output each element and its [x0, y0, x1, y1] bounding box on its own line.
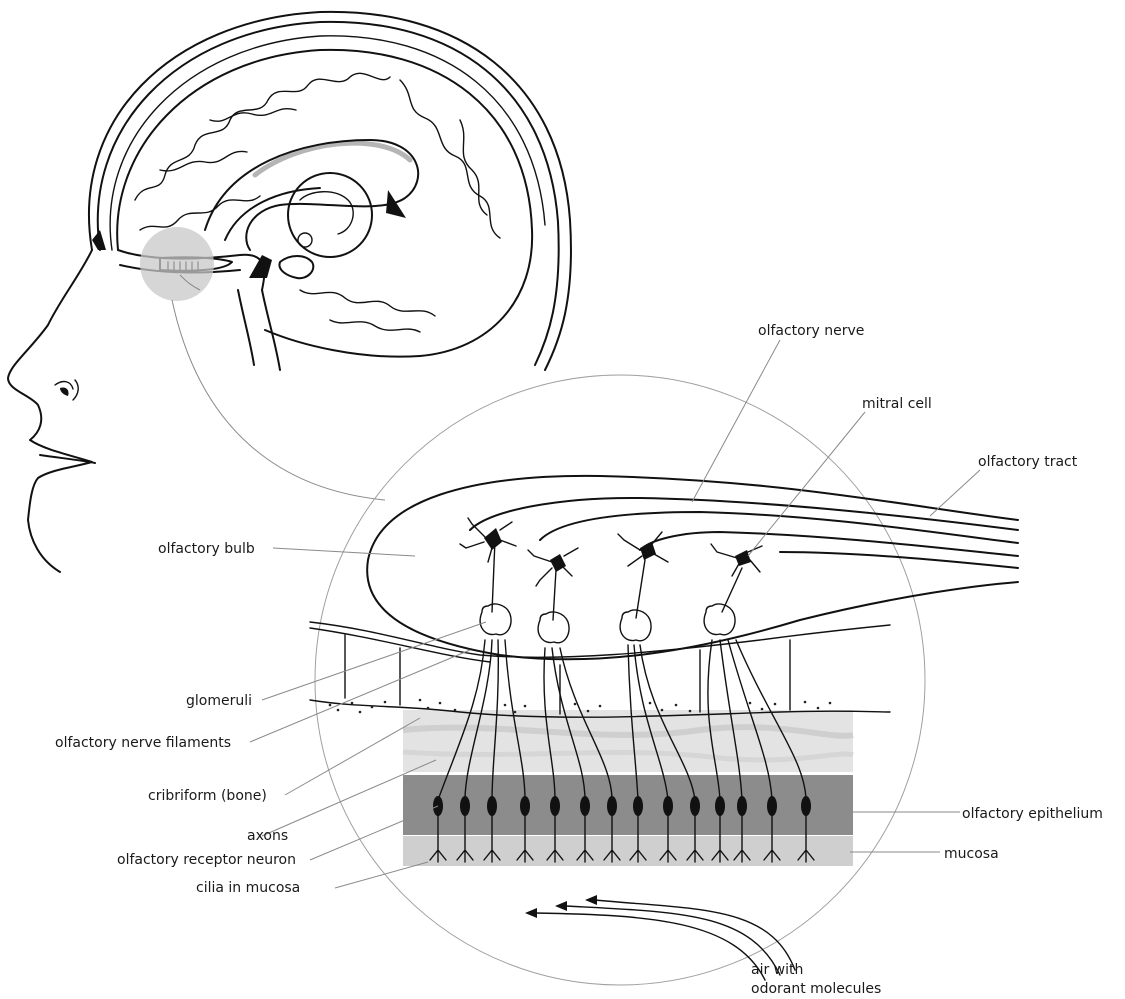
label-mitral-cell: mitral cell	[862, 396, 932, 412]
label-air-line1: air with	[751, 962, 803, 978]
olfactory-bulb-outline	[367, 476, 1018, 659]
olfactory-epithelium-band	[403, 775, 853, 835]
zoom-connector-lines	[172, 275, 385, 500]
head-profile-illustration	[8, 12, 571, 572]
bulb-highlight-circle	[140, 227, 214, 301]
label-olfactory-nerve-filaments: olfactory nerve filaments	[55, 735, 231, 751]
bone-band	[403, 710, 853, 772]
label-olfactory-epithelium: olfactory epithelium	[962, 806, 1103, 822]
label-cilia-in-mucosa: cilia in mucosa	[196, 880, 300, 896]
label-olfactory-receptor-neuron: olfactory receptor neuron	[117, 852, 296, 868]
tissue-layers	[403, 710, 853, 866]
label-mucosa: mucosa	[944, 846, 999, 862]
label-olfactory-tract: olfactory tract	[978, 454, 1078, 470]
label-olfactory-nerve: olfactory nerve	[758, 323, 864, 339]
magnified-view-circle	[315, 375, 925, 985]
mitral-cells	[460, 518, 762, 586]
label-axons: axons	[247, 828, 288, 844]
label-cribriform: cribriform (bone)	[148, 788, 267, 804]
mucosa-band	[403, 836, 853, 866]
glomeruli-clusters	[480, 604, 735, 643]
label-air-line2: odorant molecules	[751, 981, 881, 997]
label-olfactory-bulb: olfactory bulb	[158, 541, 255, 557]
cribriform-plate	[310, 622, 890, 717]
label-glomeruli: glomeruli	[186, 693, 252, 709]
